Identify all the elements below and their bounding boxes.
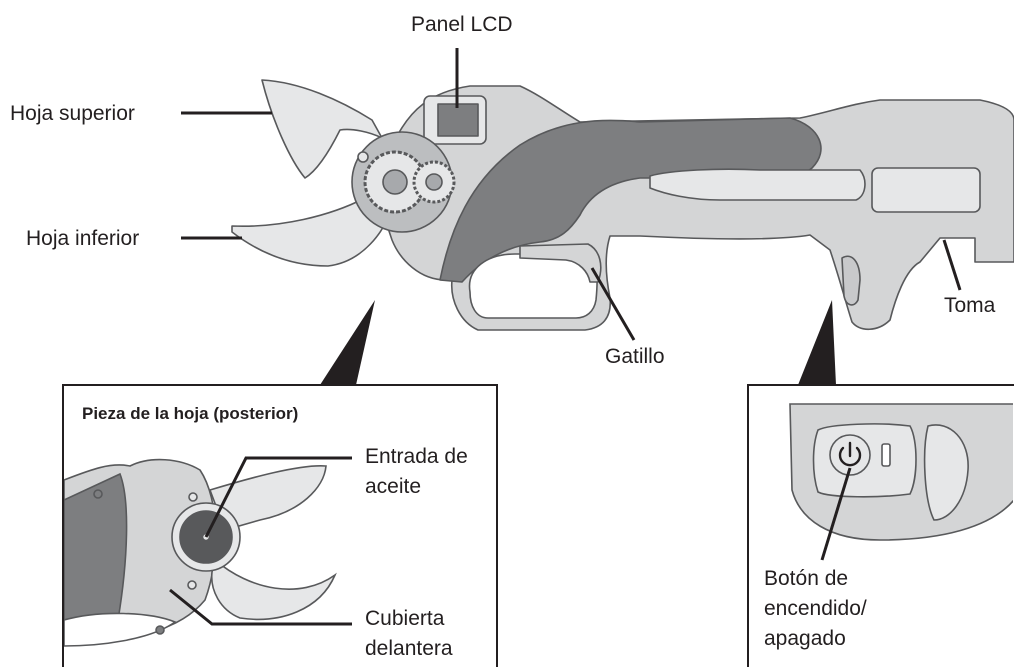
- rear-handle-slot: [650, 169, 865, 200]
- label-gatillo: Gatillo: [605, 344, 665, 369]
- inset-screw-4: [156, 626, 164, 634]
- label-cubierta-2: delantera: [365, 636, 453, 661]
- pruning-shears: [232, 80, 1014, 330]
- lcd-panel: [438, 104, 478, 136]
- label-entrada-aceite-2: aceite: [365, 474, 421, 499]
- zoom-wedge-left: [320, 300, 375, 385]
- label-cubierta-1: Cubierta: [365, 606, 444, 631]
- leader-toma: [944, 240, 960, 290]
- label-hoja-superior: Hoja superior: [10, 101, 135, 126]
- inset-screw-1: [189, 493, 197, 501]
- label-hoja-inferior: Hoja inferior: [26, 226, 139, 251]
- label-toma: Toma: [944, 293, 995, 318]
- label-boton-3: apagado: [764, 626, 846, 651]
- battery-window: [872, 168, 980, 212]
- inset-blade-title: Pieza de la hoja (posterior): [82, 404, 298, 424]
- side-button: [842, 256, 860, 305]
- pivot-pin: [358, 152, 368, 162]
- small-gear-hub: [426, 174, 442, 190]
- inset-screw-3: [94, 490, 102, 498]
- zoom-wedge-right: [798, 300, 836, 385]
- label-panel-lcd: Panel LCD: [411, 12, 513, 37]
- label-boton-1: Botón de: [764, 566, 848, 591]
- label-entrada-aceite-1: Entrada de: [365, 444, 468, 469]
- label-boton-2: encendido/: [764, 596, 867, 621]
- power-led: [882, 444, 890, 466]
- large-gear-hub: [383, 170, 407, 194]
- inset-screw-2: [188, 581, 196, 589]
- inset-power-button: [748, 385, 1014, 667]
